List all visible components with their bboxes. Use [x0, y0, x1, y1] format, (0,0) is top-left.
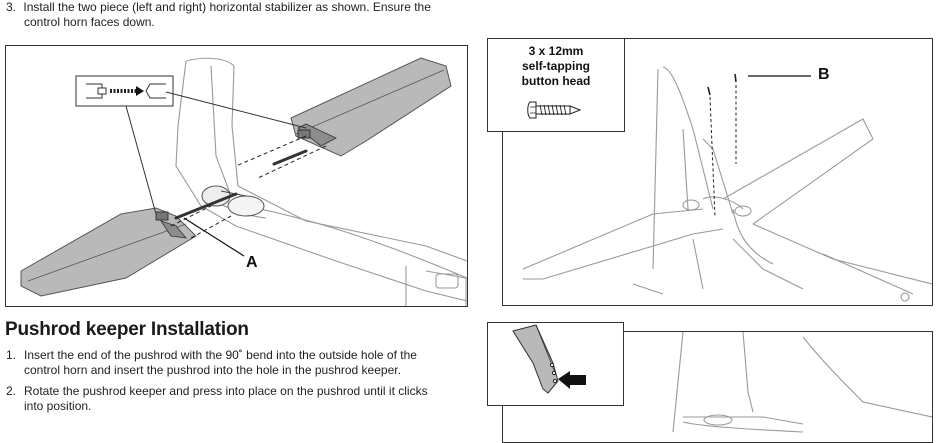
intro-step-line-1: 3. Install the two piece (left and right… [6, 0, 476, 15]
label-b: B [818, 66, 830, 83]
stabilizer-illustration [20, 57, 467, 306]
screw-icon [527, 101, 582, 119]
stabilizer-joiner-rods [174, 149, 308, 220]
pushrod-illustration [672, 332, 932, 433]
intro-step-number: 3. [6, 0, 17, 14]
pushrod-steps: 1. Insert the end of the pushrod with th… [6, 348, 476, 420]
screw-a [707, 86, 716, 218]
stabilizer-screw-figure: B [502, 38, 933, 306]
right-stabilizer-half [290, 57, 452, 157]
pushrod-keeper-callout [487, 322, 624, 406]
step-2-text-1: Rotate the pushrod keeper and press into… [24, 384, 428, 398]
arrow-icon [558, 371, 586, 389]
label-a-leader [183, 217, 245, 257]
step-1-text-1: Insert the end of the pushrod with the 9… [24, 348, 417, 362]
step-1-text-2: control horn and insert the pushrod into… [24, 363, 401, 377]
step-2-number: 2. [6, 384, 17, 398]
screw-callout: 3 x 12mm self-tapping button head [487, 38, 625, 132]
intro-step-text-1: Install the two piece (left and right) h… [23, 0, 431, 14]
screw-type-label: self-tapping [522, 59, 590, 73]
screw-size-label: 3 x 12mm [528, 44, 584, 58]
label-a: A [246, 254, 258, 271]
stabilizer-install-figure: A [5, 45, 468, 307]
step-2: 2. Rotate the pushrod keeper and press i… [6, 384, 476, 414]
joiner-inset-detail [75, 75, 307, 215]
section-title: Pushrod keeper Installation [5, 319, 249, 340]
intro-step-text-2: control horn faces down. [24, 15, 155, 29]
step-2-text-2: into position. [24, 399, 92, 413]
left-stabilizer-half [20, 207, 197, 297]
step-1: 1. Insert the end of the pushrod with th… [6, 348, 476, 378]
control-horn-detail [512, 324, 586, 394]
intro-step: 3. Install the two piece (left and right… [6, 0, 476, 30]
screw-b [734, 73, 737, 164]
step-1-number: 1. [6, 348, 17, 362]
screw-head-label: button head [521, 74, 591, 88]
screw-illustration [522, 66, 932, 302]
